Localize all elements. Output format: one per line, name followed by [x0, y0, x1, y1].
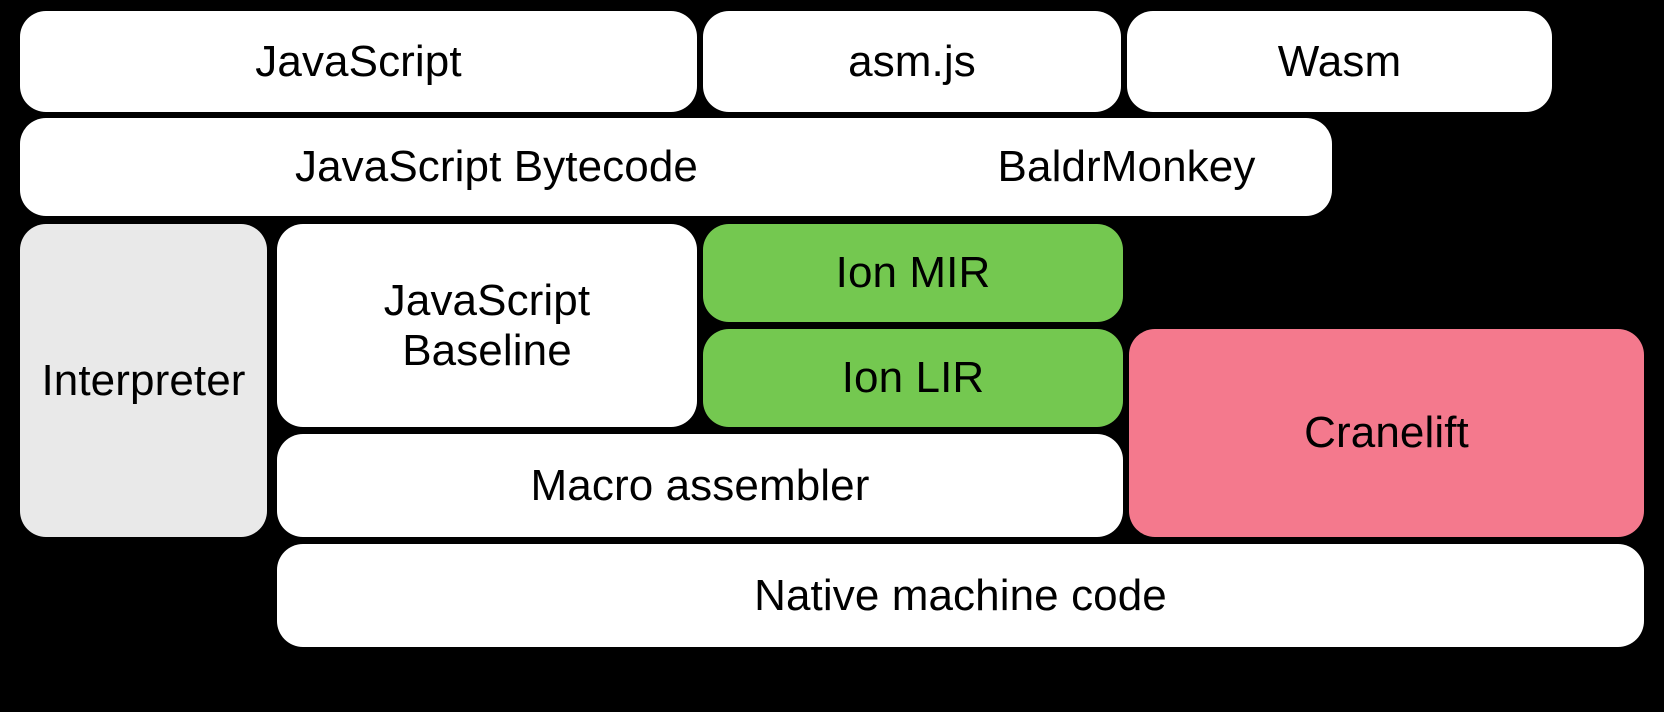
- node-javascript[interactable]: JavaScript: [20, 11, 697, 112]
- node-wasm[interactable]: Wasm: [1127, 11, 1552, 112]
- node-native-machine-code[interactable]: Native machine code: [277, 544, 1644, 647]
- node-javascript-bytecode[interactable]: JavaScript Bytecode: [20, 118, 973, 216]
- node-macro-assembler[interactable]: Macro assembler: [277, 434, 1123, 537]
- node-interpreter[interactable]: Interpreter: [20, 224, 267, 537]
- node-cranelift[interactable]: Cranelift: [1129, 329, 1644, 537]
- node-javascript-baseline[interactable]: JavaScript Baseline: [277, 224, 697, 427]
- node-ion-lir[interactable]: Ion LIR: [703, 329, 1123, 427]
- node-baldrmonkey[interactable]: BaldrMonkey: [921, 118, 1332, 216]
- node-ion-mir[interactable]: Ion MIR: [703, 224, 1123, 322]
- node-asm-js[interactable]: asm.js: [703, 11, 1121, 112]
